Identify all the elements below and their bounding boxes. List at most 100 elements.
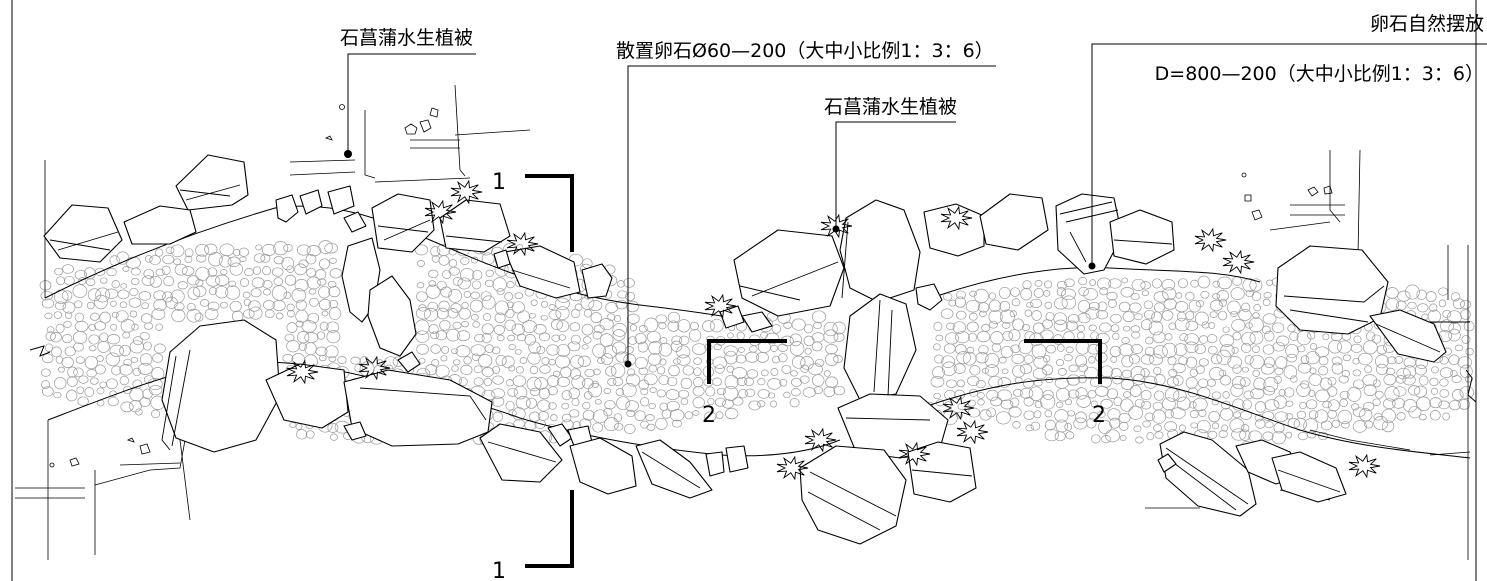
pebble	[804, 347, 812, 355]
pebble	[1385, 297, 1400, 311]
pebble	[1252, 312, 1260, 319]
pebble	[1077, 300, 1091, 313]
pebble	[811, 374, 825, 387]
pebble	[1289, 331, 1299, 342]
boulder	[635, 439, 713, 499]
aquatic-plant-clump	[956, 419, 989, 445]
leader-dot	[1088, 262, 1096, 270]
aquatic-plant-clump	[424, 199, 457, 225]
pebble	[570, 368, 581, 380]
pebble	[442, 269, 452, 279]
pebble	[943, 292, 953, 301]
pebble	[1327, 376, 1337, 386]
pebble	[583, 336, 592, 344]
leader-dot	[624, 360, 632, 368]
pebble	[1216, 290, 1229, 302]
pebble	[324, 242, 339, 254]
pebble	[811, 332, 825, 343]
pebble	[1219, 334, 1235, 347]
pebble	[823, 321, 838, 337]
pebble	[129, 387, 144, 402]
pebble	[746, 369, 759, 379]
boulder	[1271, 451, 1347, 503]
pebble	[974, 288, 989, 304]
pebble	[1097, 301, 1108, 312]
pebble	[676, 345, 691, 359]
pebble	[263, 300, 275, 310]
pebble	[428, 324, 439, 334]
pebble	[1088, 412, 1100, 421]
pebble	[1161, 310, 1174, 321]
pebble	[1131, 278, 1146, 291]
pebble	[1194, 343, 1206, 355]
pebble	[933, 321, 943, 332]
pebble	[802, 387, 817, 398]
pebble	[504, 319, 516, 331]
pebble	[727, 332, 734, 339]
pebble	[106, 267, 117, 277]
pebble	[791, 388, 801, 397]
pebble	[1054, 409, 1069, 423]
pebble	[977, 330, 991, 343]
pebble	[456, 330, 471, 342]
pebble	[1362, 402, 1375, 411]
pebble	[484, 344, 494, 353]
pebble	[273, 241, 289, 256]
pebble	[94, 294, 108, 310]
pebble	[671, 419, 683, 428]
pebble	[120, 401, 134, 413]
pebble	[77, 277, 87, 285]
pebble	[1033, 288, 1044, 298]
pebble	[1129, 385, 1142, 397]
pebble	[1364, 365, 1372, 374]
pebble	[933, 392, 941, 400]
pebble	[823, 386, 836, 398]
pebble	[137, 363, 153, 375]
pebble	[770, 368, 779, 376]
pebble	[1227, 356, 1243, 369]
pebble	[561, 413, 572, 423]
pebble	[1402, 374, 1416, 386]
pebble	[187, 275, 200, 286]
pebble	[1002, 330, 1014, 341]
pebble	[655, 314, 668, 324]
pebble	[978, 344, 989, 355]
pebble	[1162, 287, 1177, 301]
pebble	[1140, 354, 1155, 365]
pebble	[1023, 354, 1034, 364]
pebble	[955, 344, 967, 355]
pebble	[250, 288, 262, 298]
pebble	[508, 365, 516, 372]
pebble	[981, 367, 989, 374]
label-text-line1: 卵石自然摆放	[1370, 13, 1484, 35]
pebble	[580, 296, 595, 310]
pebble	[1232, 411, 1241, 419]
pebble	[1063, 354, 1073, 362]
pebble	[616, 280, 625, 288]
pebble	[1041, 364, 1054, 376]
pebble	[981, 324, 991, 332]
pebble	[1000, 399, 1014, 410]
pebble	[1045, 377, 1053, 384]
pebble	[1083, 288, 1098, 301]
pebble	[470, 291, 480, 300]
pebble	[192, 285, 207, 298]
terrain-lines	[15, 84, 1471, 560]
pebble	[473, 365, 483, 374]
pebble	[1452, 389, 1464, 401]
pebble	[1028, 386, 1044, 401]
pebble	[1065, 320, 1078, 331]
pebble	[1067, 389, 1080, 399]
pebble	[612, 377, 624, 386]
boulders	[43, 154, 1447, 545]
pebble	[1151, 311, 1163, 323]
pebble	[1396, 367, 1411, 380]
pebble	[676, 354, 691, 366]
pebble	[551, 334, 561, 342]
pebble	[273, 256, 284, 265]
pebble	[1061, 288, 1076, 301]
pebble	[986, 389, 999, 401]
pebble	[514, 292, 524, 300]
pebble	[501, 355, 515, 369]
pebble	[281, 256, 295, 271]
